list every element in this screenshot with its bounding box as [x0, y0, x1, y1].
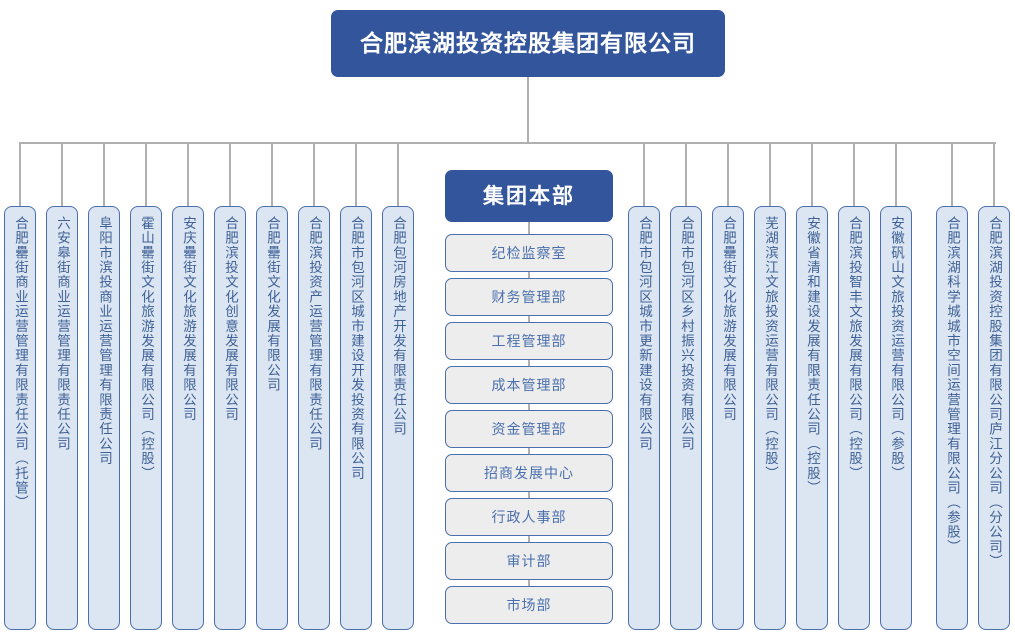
department-box[interactable]: 招商发展中心	[445, 454, 613, 492]
department-label: 成本管理部	[491, 377, 567, 393]
department-label: 市场部	[506, 597, 552, 613]
subsidiary-box[interactable]: 合肥市包河区乡村振兴投资有限公司	[670, 206, 702, 630]
subsidiary-label: 阜阳市滨投商业运营管理有限责任公司	[96, 216, 112, 466]
subsidiary-label: 六安皋街商业运营管理有限责任公司	[54, 216, 70, 452]
subsidiary-box[interactable]: 合肥滨投文化创意发展有限公司	[214, 206, 246, 630]
department-label: 工程管理部	[491, 333, 567, 349]
department-box[interactable]: 市场部	[445, 586, 613, 624]
connector-department	[528, 316, 530, 322]
subsidiary-box[interactable]: 芜湖滨江文旅投资运营有限公司（控股）	[754, 206, 786, 630]
connector-bus	[19, 142, 996, 144]
connector-bus-to-subsidiary	[187, 142, 189, 206]
subsidiary-label: 安庆罍街文化旅游发展有限公司	[180, 216, 196, 422]
subsidiary-label: 合肥市包河区城市更新建设有限公司	[636, 216, 652, 452]
connector-department	[528, 536, 530, 542]
department-box[interactable]: 审计部	[445, 542, 613, 580]
connector-bus-to-subsidiary	[727, 142, 729, 206]
department-label: 行政人事部	[491, 509, 567, 525]
connector-bus-to-subsidiary	[355, 142, 357, 206]
subsidiary-label: 合肥罍街文化发展有限公司	[264, 216, 280, 393]
subsidiary-box[interactable]: 合肥市包河区城市建设开发投资有限公司	[340, 206, 372, 630]
connector-department	[528, 272, 530, 278]
subsidiary-label: 合肥滨投资产运营管理有限责任公司	[306, 216, 322, 452]
department-box[interactable]: 成本管理部	[445, 366, 613, 404]
subsidiary-label: 合肥罍街文化旅游发展有限公司	[720, 216, 736, 422]
connector-bus-to-subsidiary	[769, 142, 771, 206]
subsidiary-box[interactable]: 安徽矾山文旅投资运营有限公司（参股）	[880, 206, 912, 630]
department-label: 纪检监察室	[491, 245, 567, 261]
subsidiary-label: 安徽矾山文旅投资运营有限公司（参股）	[888, 216, 904, 481]
subsidiary-label: 霍山罍街文化旅游发展有限公司（控股）	[138, 216, 154, 481]
department-label: 资金管理部	[491, 421, 567, 437]
subsidiary-box[interactable]: 合肥罍街文化发展有限公司	[256, 206, 288, 630]
subsidiary-label: 合肥滨湖科学城城市空间运营管理有限公司（参股）	[944, 216, 960, 555]
subsidiary-box[interactable]: 合肥滨湖投资控股集团有限公司庐江分公司（分公司）	[978, 206, 1010, 630]
connector-bus-to-subsidiary	[951, 142, 953, 206]
connector-bus-to-subsidiary	[895, 142, 897, 206]
department-box[interactable]: 资金管理部	[445, 410, 613, 448]
root-company-label: 合肥滨湖投资控股集团有限公司	[360, 30, 696, 56]
subsidiary-label: 安徽省清和建设发展有限责任公司（控股）	[804, 216, 820, 496]
connector-department	[528, 580, 530, 586]
subsidiary-label: 合肥罍街商业运营管理有限责任公司（托管）	[12, 216, 28, 510]
subsidiary-box[interactable]: 六安皋街商业运营管理有限责任公司	[46, 206, 78, 630]
department-box[interactable]: 行政人事部	[445, 498, 613, 536]
subsidiary-label: 合肥滨湖投资控股集团有限公司庐江分公司（分公司）	[986, 216, 1002, 569]
connector-department	[528, 222, 530, 234]
subsidiary-box[interactable]: 合肥滨湖科学城城市空间运营管理有限公司（参股）	[936, 206, 968, 630]
subsidiary-label: 芜湖滨江文旅投资运营有限公司（控股）	[762, 216, 778, 481]
subsidiary-box[interactable]: 合肥市包河区城市更新建设有限公司	[628, 206, 660, 630]
connector-bus-to-subsidiary	[229, 142, 231, 206]
connector-bus-to-subsidiary	[145, 142, 147, 206]
subsidiary-label: 合肥市包河区乡村振兴投资有限公司	[678, 216, 694, 452]
department-label: 招商发展中心	[484, 465, 574, 481]
connector-department	[528, 448, 530, 454]
department-label: 审计部	[506, 553, 552, 569]
connector-bus-to-subsidiary	[685, 142, 687, 206]
connector-department	[528, 360, 530, 366]
root-company-box[interactable]: 合肥滨湖投资控股集团有限公司	[331, 10, 725, 77]
department-box[interactable]: 工程管理部	[445, 322, 613, 360]
connector-bus-to-subsidiary	[313, 142, 315, 206]
subsidiary-box[interactable]: 合肥包河房地产开发有限责任公司	[382, 206, 414, 630]
subsidiary-box[interactable]: 合肥罍街文化旅游发展有限公司	[712, 206, 744, 630]
connector-department	[528, 404, 530, 410]
department-box[interactable]: 纪检监察室	[445, 234, 613, 272]
connector-bus-to-subsidiary	[643, 142, 645, 206]
subsidiary-label: 合肥滨投智丰文旅发展有限公司（控股）	[846, 216, 862, 481]
subsidiary-label: 合肥市包河区城市建设开发投资有限公司	[348, 216, 364, 481]
connector-bus-to-subsidiary	[811, 142, 813, 206]
subsidiary-box[interactable]: 霍山罍街文化旅游发展有限公司（控股）	[130, 206, 162, 630]
headquarters-label: 集团本部	[483, 184, 575, 208]
subsidiary-label: 合肥滨投文化创意发展有限公司	[222, 216, 238, 422]
subsidiary-box[interactable]: 安徽省清和建设发展有限责任公司（控股）	[796, 206, 828, 630]
headquarters-box[interactable]: 集团本部	[445, 170, 613, 222]
subsidiary-box[interactable]: 合肥滨投智丰文旅发展有限公司（控股）	[838, 206, 870, 630]
subsidiary-box[interactable]: 阜阳市滨投商业运营管理有限责任公司	[88, 206, 120, 630]
connector-bus-to-subsidiary	[103, 142, 105, 206]
subsidiary-box[interactable]: 安庆罍街文化旅游发展有限公司	[172, 206, 204, 630]
department-box[interactable]: 财务管理部	[445, 278, 613, 316]
connector-department	[528, 492, 530, 498]
connector-bus-to-subsidiary	[853, 142, 855, 206]
connector-bus-to-subsidiary	[61, 142, 63, 206]
connector-bus-to-subsidiary	[271, 142, 273, 206]
subsidiary-label: 合肥包河房地产开发有限责任公司	[390, 216, 406, 437]
connector-root-to-bus	[527, 77, 529, 142]
connector-bus-to-subsidiary	[19, 142, 21, 206]
department-label: 财务管理部	[491, 289, 567, 305]
connector-bus-to-subsidiary	[993, 142, 995, 206]
connector-bus-to-subsidiary	[397, 142, 399, 206]
subsidiary-box[interactable]: 合肥罍街商业运营管理有限责任公司（托管）	[4, 206, 36, 630]
subsidiary-box[interactable]: 合肥滨投资产运营管理有限责任公司	[298, 206, 330, 630]
